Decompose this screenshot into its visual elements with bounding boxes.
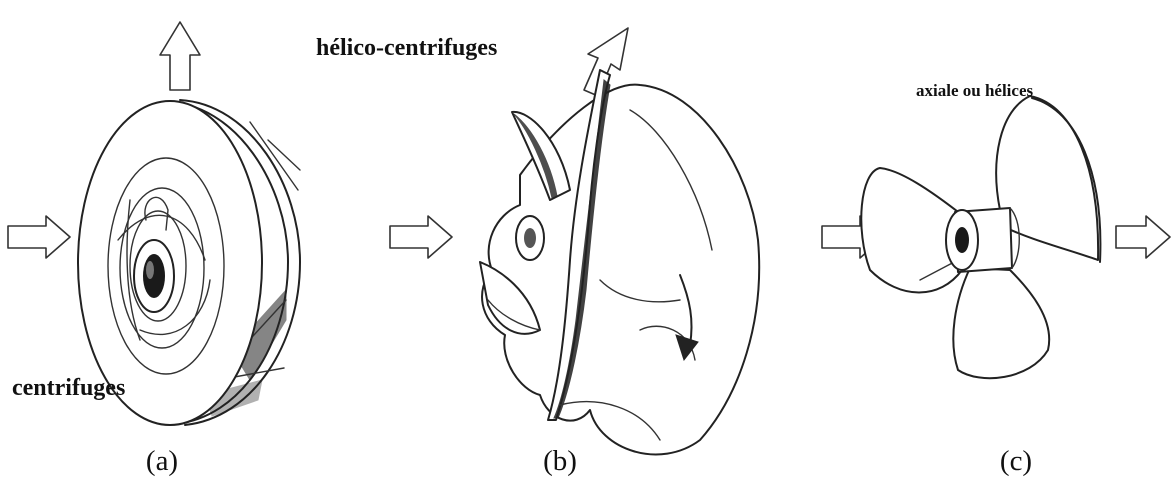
outlet-arrow-c xyxy=(1116,216,1170,258)
inlet-arrow-b xyxy=(390,216,452,258)
inlet-arrow-a xyxy=(8,216,70,258)
label-helico-centrifuges: hélico-centrifuges xyxy=(316,35,497,61)
caption-b: (b) xyxy=(543,445,577,477)
axial-impeller-group: axiale ou hélices (c) xyxy=(822,81,1170,477)
outlet-arrow-a xyxy=(160,22,200,90)
centrifugal-impeller-group: centrifuges (a) xyxy=(8,22,300,477)
caption-c: (c) xyxy=(1000,445,1032,477)
axial-impeller-drawing xyxy=(861,96,1100,378)
label-centrifuges: centrifuges xyxy=(12,375,125,401)
mixed-flow-impeller-drawing xyxy=(480,70,759,454)
label-axiale-ou-helices: axiale ou hélices xyxy=(916,81,1033,100)
mixed-flow-impeller-group: hélico-centrifuges (b) xyxy=(316,28,759,477)
caption-a: (a) xyxy=(146,445,178,477)
